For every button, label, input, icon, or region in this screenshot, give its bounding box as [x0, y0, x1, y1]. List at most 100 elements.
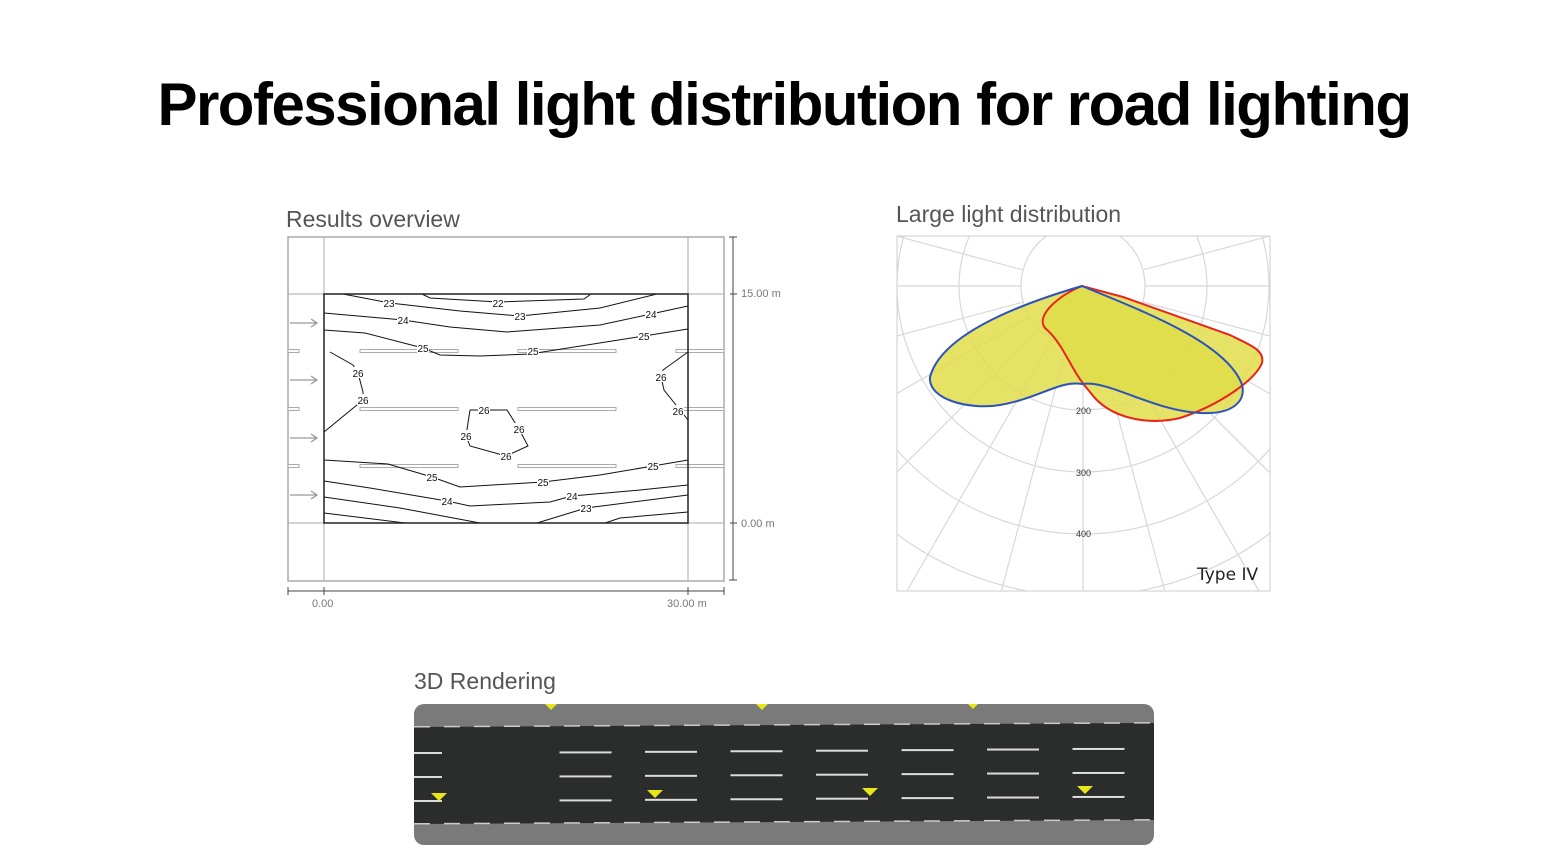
- rendering-heading: 3D Rendering: [414, 668, 556, 694]
- results-overview-heading: Results overview: [286, 206, 460, 232]
- edge-line: [624, 821, 640, 824]
- lane-dash: [414, 776, 442, 778]
- contour-line: [323, 512, 406, 524]
- contour-label-bg: [655, 371, 667, 382]
- edge-line: [1134, 819, 1150, 821]
- contour-label-bg: [478, 404, 490, 415]
- traffic-direction-arrow: [290, 490, 319, 500]
- x-label-right: 30.00 m: [667, 598, 707, 610]
- edge-line: [564, 725, 580, 727]
- lane-dash: [645, 750, 697, 753]
- contour-label-bg: [500, 450, 512, 461]
- edge-line: [564, 822, 580, 824]
- lane-dash: [1072, 747, 1125, 750]
- contour-label: 26: [655, 373, 667, 384]
- contour-label: 23: [383, 299, 395, 310]
- edge-line: [954, 723, 970, 725]
- lane-dash: [559, 775, 612, 778]
- contour-label-bg: [645, 308, 657, 319]
- edge-line: [984, 722, 1000, 725]
- edge-line: [744, 724, 760, 726]
- edge-line: [594, 822, 610, 824]
- contour-label-bg: [492, 297, 504, 308]
- y-label-top: 15.00 m: [741, 288, 781, 300]
- blue-curve-outline: [928, 284, 1244, 415]
- lane-marking: [287, 407, 300, 411]
- lane-marking: [517, 464, 617, 468]
- contour-label-bg: [460, 430, 472, 441]
- contour-label: 24: [566, 492, 578, 503]
- lane-dash: [816, 797, 868, 800]
- edge-line: [594, 725, 610, 727]
- edge-line: [804, 723, 820, 726]
- polar-radial-line: [1142, 301, 1270, 337]
- edge-line: [474, 822, 490, 825]
- contour-label-bg: [383, 297, 395, 308]
- red-curve-outline: [1041, 284, 1264, 422]
- edge-line: [1074, 722, 1090, 724]
- polar-diagram: 200 300 400 Type IV: [896, 235, 1271, 592]
- contour-label-bg: [417, 342, 429, 353]
- edge-line: [804, 820, 820, 823]
- polar-radial-line: [906, 339, 1053, 591]
- x-label-left: 0.00: [312, 598, 333, 610]
- edge-line: [414, 726, 430, 728]
- edge-line: [1104, 819, 1120, 821]
- page-title: Professional light distribution for road…: [157, 71, 1412, 138]
- edge-line: [864, 820, 880, 823]
- lane-marking: [675, 464, 725, 468]
- edge-line: [654, 821, 670, 824]
- road-area: [323, 293, 689, 524]
- lane-dash: [730, 750, 783, 753]
- lane-dash: [1072, 795, 1125, 798]
- traffic-direction-arrow: [290, 375, 319, 385]
- contour-label: 25: [638, 332, 650, 343]
- contour-label: 25: [426, 473, 438, 484]
- contour-label-bg: [357, 394, 369, 405]
- edge-line: [894, 723, 910, 725]
- edge-line: [774, 724, 790, 726]
- edge-line: [1014, 819, 1030, 822]
- contour-label: 25: [417, 344, 429, 355]
- lane-dash: [559, 751, 612, 754]
- contour-label-bg: [647, 460, 659, 471]
- edge-line: [684, 724, 700, 727]
- contour-label-bg: [397, 314, 409, 325]
- edge-line: [534, 725, 550, 727]
- lane-dash: [559, 799, 612, 802]
- lane-dash: [645, 798, 697, 801]
- street-light: [543, 704, 559, 710]
- edge-line: [474, 725, 490, 728]
- road-rendering: [414, 704, 1210, 845]
- y-label-bottom: 0.00 m: [741, 518, 775, 530]
- edge-line: [834, 820, 850, 823]
- contour-label-bg: [514, 310, 526, 321]
- contour-label: 26: [672, 407, 684, 418]
- contour-label-bg: [638, 330, 650, 341]
- edge-line: [924, 820, 940, 822]
- contour-label: 26: [500, 452, 512, 463]
- edge-line: [624, 724, 640, 727]
- lane-marking: [675, 349, 725, 353]
- traffic-direction-arrow: [290, 318, 319, 328]
- traffic-direction-arrow: [290, 433, 319, 443]
- contour-line: [323, 305, 689, 333]
- edge-line: [1044, 722, 1060, 725]
- lane-dash: [730, 798, 783, 801]
- road-surface: [414, 723, 1154, 824]
- lane-dash: [730, 774, 783, 777]
- lane-dash: [987, 772, 1039, 775]
- lane-dash: [987, 796, 1039, 799]
- lane-dash: [1158, 771, 1210, 773]
- outer-frame: [287, 236, 725, 582]
- type-label: Type IV: [1196, 565, 1258, 585]
- edge-line: [1104, 722, 1120, 724]
- contour-line: [323, 496, 481, 524]
- contour-label-bg: [352, 367, 364, 378]
- edge-line: [834, 723, 850, 726]
- street-light: [431, 793, 447, 801]
- lane-dash: [414, 800, 442, 802]
- blue-distribution-curve: [929, 286, 1243, 414]
- contour-label: 24: [397, 316, 409, 327]
- polar-radial-line: [897, 301, 1024, 337]
